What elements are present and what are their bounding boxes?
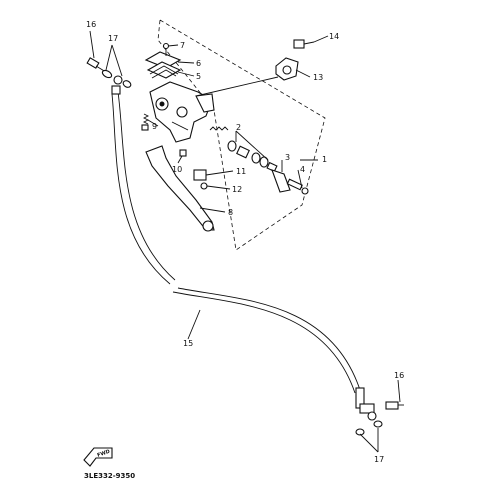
callout-7: 7 xyxy=(180,41,185,50)
brake-lever xyxy=(145,145,215,232)
fwd-arrow-icon: FWD xyxy=(83,447,113,467)
holder-clamp xyxy=(275,39,315,81)
assembly-boundary xyxy=(157,19,326,251)
lower-banjo-fitting xyxy=(355,387,404,436)
leader-lines xyxy=(89,30,401,453)
callout-15: 15 xyxy=(183,339,193,348)
fwd-label: FWD xyxy=(96,449,110,459)
callout-2: 2 xyxy=(236,123,241,132)
master-cylinder-body xyxy=(149,81,215,143)
reservoir-cap-stack xyxy=(144,42,182,79)
dust-boot xyxy=(271,169,309,195)
callout-1: 1 xyxy=(322,155,327,164)
piston-kit xyxy=(209,126,278,173)
diagram-code: 3LE332-9350 xyxy=(84,472,135,480)
callout-17-top: 17 xyxy=(108,34,118,43)
callout-10: 10 xyxy=(172,165,182,174)
callout-6: 6 xyxy=(196,59,201,68)
callout-11: 11 xyxy=(236,167,246,176)
callout-17-bottom: 17 xyxy=(374,455,384,464)
callout-14: 14 xyxy=(329,32,339,41)
callout-9: 9 xyxy=(152,122,157,131)
callout-8: 8 xyxy=(228,208,233,217)
callout-4: 4 xyxy=(300,165,305,174)
callout-16-bottom: 16 xyxy=(394,371,404,380)
callout-3: 3 xyxy=(285,153,290,162)
callout-13: 13 xyxy=(313,73,323,82)
callout-5: 5 xyxy=(196,72,201,81)
brake-hose xyxy=(111,91,361,394)
lever-pivot xyxy=(179,149,208,190)
upper-banjo-fitting xyxy=(86,57,132,95)
callout-16-top: 16 xyxy=(86,20,96,29)
callout-12: 12 xyxy=(232,185,242,194)
reservoir-spring xyxy=(141,113,150,131)
